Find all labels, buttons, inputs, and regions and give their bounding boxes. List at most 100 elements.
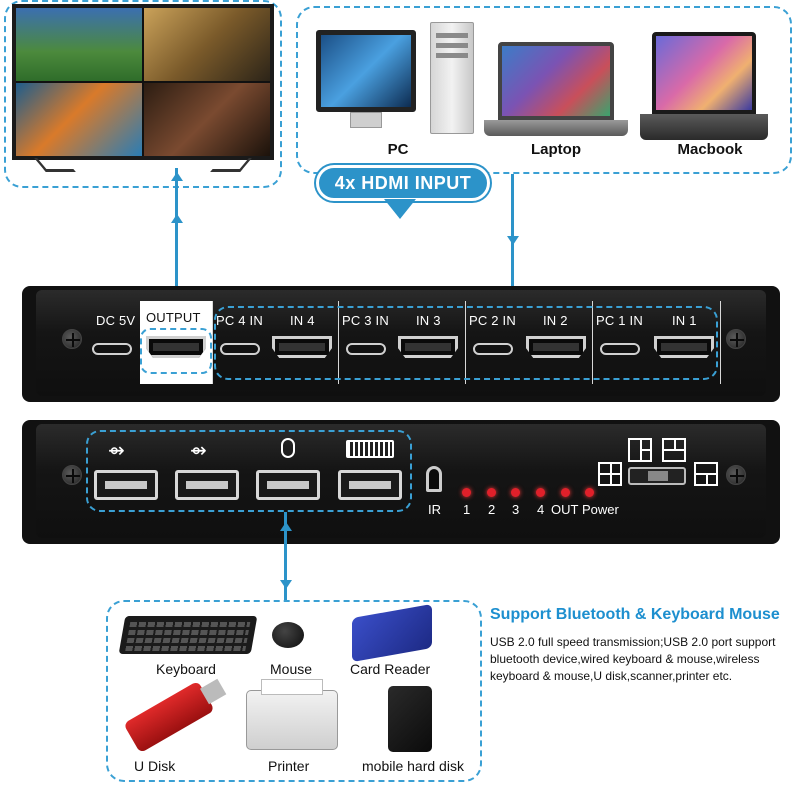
printer-label: Printer [268, 758, 310, 774]
in3-label: IN 3 [416, 313, 441, 328]
keyboard-label: Keyboard [156, 661, 216, 677]
laptop-label: Laptop [531, 141, 581, 158]
mode-switch [628, 467, 686, 485]
usb-highlight-box [86, 430, 412, 512]
in4-label: IN 4 [290, 313, 315, 328]
pc-label: PC [387, 141, 409, 158]
rear-divider [338, 301, 339, 384]
pc1-in-label: PC 1 IN [596, 313, 643, 328]
usb-icon: ⇴ [108, 440, 125, 462]
layout-triple-icon [662, 438, 686, 462]
led-label-out: OUT [551, 502, 579, 517]
output-highlight-box [140, 328, 212, 374]
macbook-screen [652, 32, 756, 114]
tv-quadrant-3 [16, 83, 142, 156]
ir-label: IR [428, 502, 441, 517]
screw-icon [62, 465, 82, 485]
usb-icon: ⇴ [190, 440, 207, 462]
output-label: OUTPUT [146, 310, 201, 325]
usb-port-2 [175, 470, 239, 500]
laptop-screen [498, 42, 614, 120]
display-group-box [4, 0, 282, 188]
screw-icon [726, 465, 746, 485]
hdmi-input-badge: 4x HDMI INPUT [316, 165, 490, 201]
hdmi-in3-port [398, 336, 458, 358]
layout-single-icon [598, 462, 622, 486]
peripherals-title: Support Bluetooth & Keyboard Mouse [490, 606, 780, 623]
laptop-base [484, 120, 628, 136]
tv-stand-left [34, 158, 76, 172]
pc-tower [430, 22, 474, 134]
pc-monitor [316, 30, 416, 112]
layout-split-icon [628, 438, 652, 462]
pc3-usb-port [346, 343, 386, 355]
led-power [585, 488, 594, 497]
usb-arrow-up-icon [280, 522, 292, 531]
dc-label: DC 5V [96, 313, 136, 328]
mouse-image [272, 622, 304, 648]
tv-display [12, 4, 274, 172]
usb-connector-line [284, 512, 287, 602]
screw-icon [726, 329, 746, 349]
card-reader-label: Card Reader [350, 661, 431, 677]
pc-monitor-stand [350, 112, 382, 128]
mouse-label: Mouse [270, 661, 313, 677]
output-arrow-top-icon [171, 172, 183, 181]
pc3-in-label: PC 3 IN [342, 313, 389, 328]
output-connector-line [175, 168, 178, 300]
dc-power-port [92, 343, 132, 355]
udisk-label: U Disk [134, 758, 176, 774]
rear-divider [465, 301, 466, 384]
keyboard-icon [346, 440, 394, 458]
input-arrow-down-icon [507, 236, 519, 245]
hdmi-in4-port [272, 336, 332, 358]
printer-image [246, 679, 338, 750]
macbook-label: Macbook [677, 141, 743, 158]
led-label-1: 1 [463, 502, 471, 517]
led-label-power: Power [582, 502, 619, 517]
led-label-2: 2 [488, 502, 496, 517]
led-4 [536, 488, 545, 497]
ir-receiver [426, 466, 442, 492]
in2-label: IN 2 [543, 313, 568, 328]
pc4-usb-port [220, 343, 260, 355]
rear-divider [212, 301, 213, 384]
pc2-usb-port [473, 343, 513, 355]
tv-stand-right [210, 158, 252, 172]
in1-label: IN 1 [672, 313, 697, 328]
layout-quad-icon [694, 462, 718, 486]
input-devices-box [296, 6, 792, 174]
rear-divider [592, 301, 593, 384]
tv-screen [12, 4, 274, 160]
usb-arrow-down-icon [280, 580, 292, 589]
output-arrow-up-icon [171, 214, 183, 223]
led-out [561, 488, 570, 497]
pc1-usb-port [600, 343, 640, 355]
led-3 [511, 488, 520, 497]
usb-mouse-port [256, 470, 320, 500]
tv-quadrant-4 [144, 83, 270, 156]
mouse-icon [281, 438, 295, 458]
tv-quadrant-2 [144, 8, 270, 81]
peripherals-box [106, 600, 482, 782]
badge-pointer [384, 199, 416, 219]
usb-port-1 [94, 470, 158, 500]
usb-keyboard-port [338, 470, 402, 500]
keyboard-image [118, 616, 258, 654]
hdmi-in2-port [526, 336, 586, 358]
pc2-in-label: PC 2 IN [469, 313, 516, 328]
rear-divider [720, 301, 721, 384]
hdmi-in1-port [654, 336, 714, 358]
led-1 [462, 488, 471, 497]
screw-icon [62, 329, 82, 349]
hdmi-output-port [146, 336, 206, 358]
tv-quadrant-1 [16, 8, 142, 81]
macbook-base [640, 114, 768, 140]
led-label-4: 4 [537, 502, 545, 517]
peripherals-description: USB 2.0 full speed transmission;USB 2.0 … [490, 635, 776, 683]
led-label-3: 3 [512, 502, 520, 517]
hard-disk-image [388, 686, 432, 752]
led-2 [487, 488, 496, 497]
hard-disk-label: mobile hard disk [362, 758, 464, 774]
inputs-highlight-box [214, 306, 718, 380]
